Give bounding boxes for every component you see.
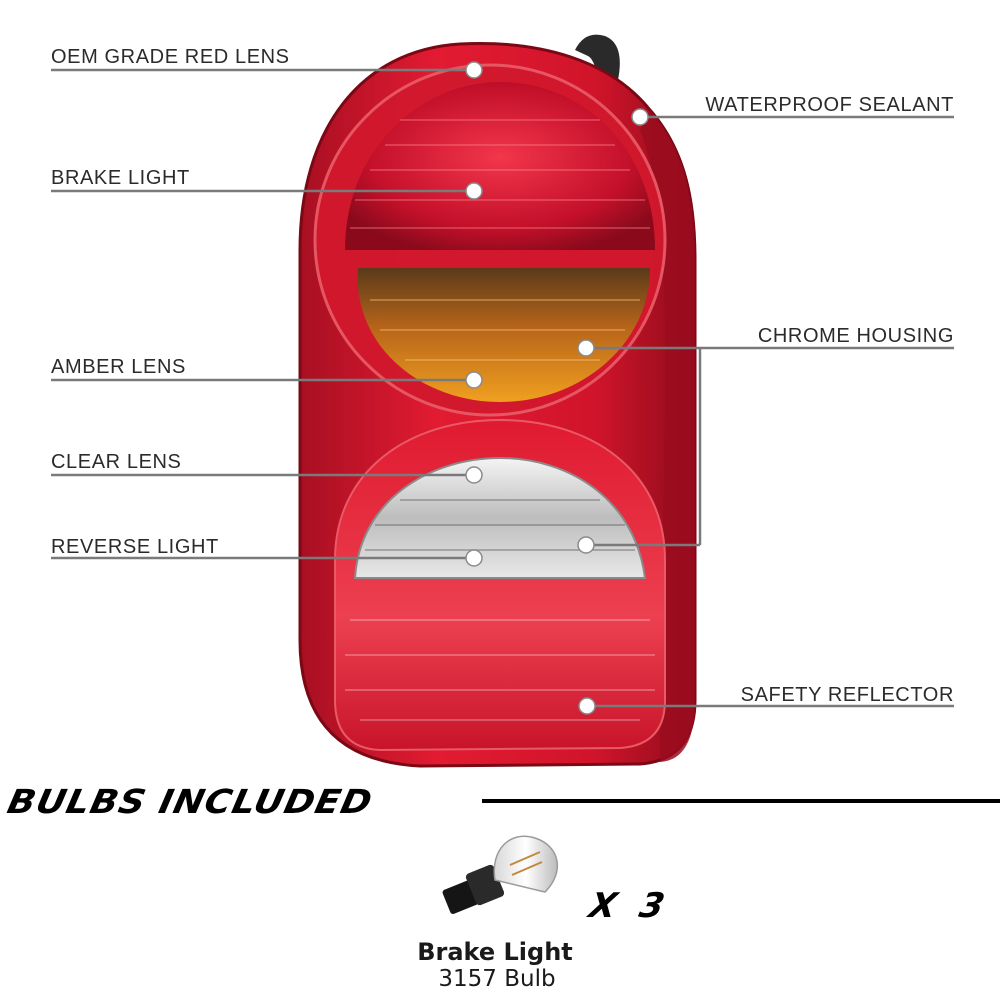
dot-clear-lens (465, 466, 483, 484)
dot-reverse-light (465, 549, 483, 567)
bulb-3157-icon (442, 835, 559, 915)
label-oem-grade-red-lens: OEM GRADE RED LENS (51, 46, 290, 68)
clear-lens (353, 456, 647, 579)
bulb-name: Brake Light (417, 938, 573, 966)
label-amber-lens: AMBER LENS (51, 356, 186, 378)
label-clear-lens: CLEAR LENS (51, 451, 182, 473)
leader-lines (51, 68, 954, 708)
dot-chrome-housing-upper (577, 339, 595, 357)
dot-amber-lens (465, 371, 483, 389)
callout-dots (465, 61, 649, 715)
label-reverse-light: REVERSE LIGHT (51, 536, 219, 558)
dot-oem-red-lens (465, 61, 483, 79)
label-safety-reflector: SAFETY REFLECTOR (740, 684, 954, 706)
dot-safety-reflector (578, 697, 596, 715)
bulbs-included-heading: BULBS INCLUDED (3, 783, 377, 822)
housing-side-face (640, 110, 695, 762)
label-waterproof-sealant: WATERPROOF SEALANT (705, 94, 954, 116)
label-chrome-housing: CHROME HOUSING (757, 325, 954, 347)
label-brake-light: BRAKE LIGHT (51, 167, 190, 189)
brake-light-lens (345, 82, 655, 250)
bulb-type: 3157 Bulb (438, 966, 556, 992)
dot-brake-light (465, 182, 483, 200)
amber-lens (357, 268, 650, 402)
dot-chrome-housing-lower (577, 536, 595, 554)
bulb-quantity: X 3 (585, 886, 674, 926)
dot-waterproof-sealant (631, 108, 649, 126)
